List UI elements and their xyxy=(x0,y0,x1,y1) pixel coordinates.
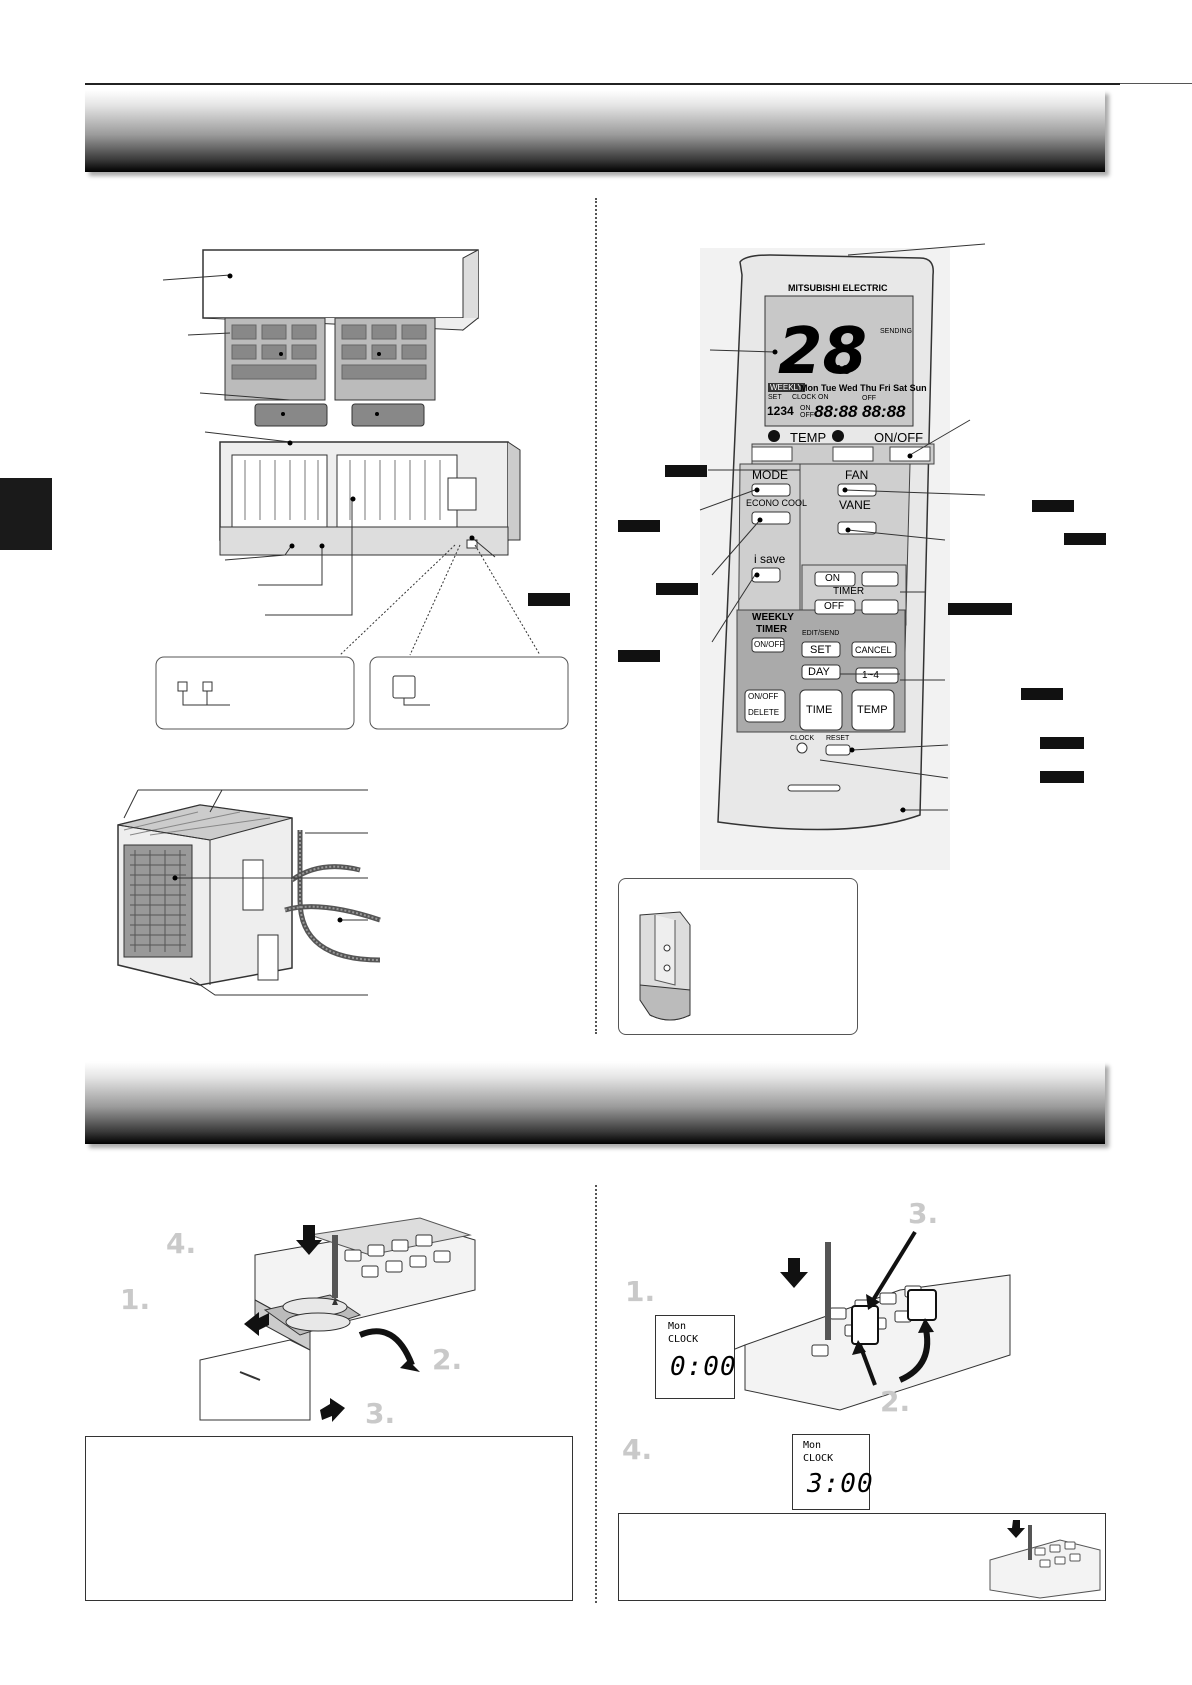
battery-step-4: 4. xyxy=(166,1227,197,1260)
reset-button-label[interactable]: RESET xyxy=(826,735,850,742)
timer-off-button[interactable]: OFF xyxy=(824,601,844,612)
set-button[interactable]: SET xyxy=(810,644,832,656)
remote-time-a: 88:88 xyxy=(814,402,858,421)
remote-sending: SENDING xyxy=(880,328,912,335)
clock-lcd2-time: 3:00 xyxy=(807,1469,874,1499)
battery-note-box xyxy=(85,1436,573,1601)
clock-step-1: 1. xyxy=(625,1275,656,1308)
clock-lcd1-day: Mon xyxy=(668,1321,687,1332)
battery-step-3: 3. xyxy=(365,1397,396,1430)
clock-lcd1-clock: CLOCK xyxy=(668,1334,699,1345)
remote-on-off-small: ON OFF xyxy=(800,405,814,419)
edit-send-label: EDIT/SEND xyxy=(802,630,840,637)
temp-minus-icon xyxy=(768,430,780,442)
clock-lcd-blinking: Mon CLOCK 0:00 xyxy=(655,1315,737,1399)
clock-step-2: 2. xyxy=(880,1385,911,1418)
day-button[interactable]: DAY xyxy=(808,666,830,678)
remote-onoff-label: ON/OFF xyxy=(874,430,924,445)
onoff-delete-label-2[interactable]: DELETE xyxy=(748,708,780,717)
remote-off-indicator: OFF xyxy=(862,395,876,402)
remote-time-b: 88:88 xyxy=(862,402,906,421)
clock-lcd2-clock: CLOCK xyxy=(803,1453,834,1464)
section-banner-bottom xyxy=(85,1062,1105,1144)
remote-temp-unit: °C xyxy=(836,362,851,377)
column-divider-bottom xyxy=(595,1185,597,1603)
remote-clock-on: CLOCK ON xyxy=(792,394,829,401)
isave-button-label[interactable]: i save xyxy=(754,552,786,566)
temp-plus-icon xyxy=(832,430,844,442)
timer-label: TIMER xyxy=(833,586,865,597)
econo-cool-button-label[interactable]: ECONO COOL xyxy=(746,498,808,508)
remote-temp-label: TEMP xyxy=(790,430,827,445)
remote-weekly-badge: WEEKLY xyxy=(768,383,805,392)
time-button[interactable]: TIME xyxy=(806,704,833,716)
top-rule-extension xyxy=(1120,83,1192,84)
reset-note-box xyxy=(618,1513,1106,1601)
clock-button-label[interactable]: CLOCK xyxy=(790,735,815,742)
one-to-four-button[interactable]: 1~4 xyxy=(862,670,879,681)
clock-lcd2-day: Mon xyxy=(803,1440,822,1451)
fan-button-label[interactable]: FAN xyxy=(845,468,869,482)
battery-step-2: 2. xyxy=(432,1343,463,1376)
clock-step-4: 4. xyxy=(622,1433,653,1466)
chapter-tab xyxy=(0,478,52,550)
onoff-delete-label-1[interactable]: ON/OFF xyxy=(748,692,779,701)
temp-button[interactable]: TEMP xyxy=(857,704,888,716)
clock-lcd1-time: 0:00 xyxy=(670,1352,737,1382)
remote-set-indicator: SET xyxy=(768,394,782,401)
mode-button-label[interactable]: MODE xyxy=(752,468,788,482)
weekly-timer-label-2: TIMER xyxy=(756,624,788,635)
top-rule xyxy=(85,83,1120,85)
vane-button-label[interactable]: VANE xyxy=(839,498,871,512)
clock-lcd-set: Mon CLOCK 3:00 xyxy=(792,1434,873,1510)
clock-step-3: 3. xyxy=(908,1197,939,1230)
remote-temp-display: 28 xyxy=(778,315,868,389)
timer-on-button[interactable]: ON xyxy=(825,573,840,584)
column-divider-top xyxy=(595,198,597,1034)
weekly-onoff-button[interactable]: ON/OFF xyxy=(754,640,785,649)
battery-step-1: 1. xyxy=(120,1283,151,1316)
cancel-button[interactable]: CANCEL xyxy=(855,645,892,655)
section-banner-top xyxy=(85,90,1105,172)
remote-schedule-number: 1234 xyxy=(767,404,794,418)
remote-days: Mon Tue Wed Thu Fri Sat Sun xyxy=(800,383,927,393)
weekly-timer-label-1: WEEKLY xyxy=(752,612,794,623)
remote-brand: MITSUBISHI ELECTRIC xyxy=(788,283,888,293)
